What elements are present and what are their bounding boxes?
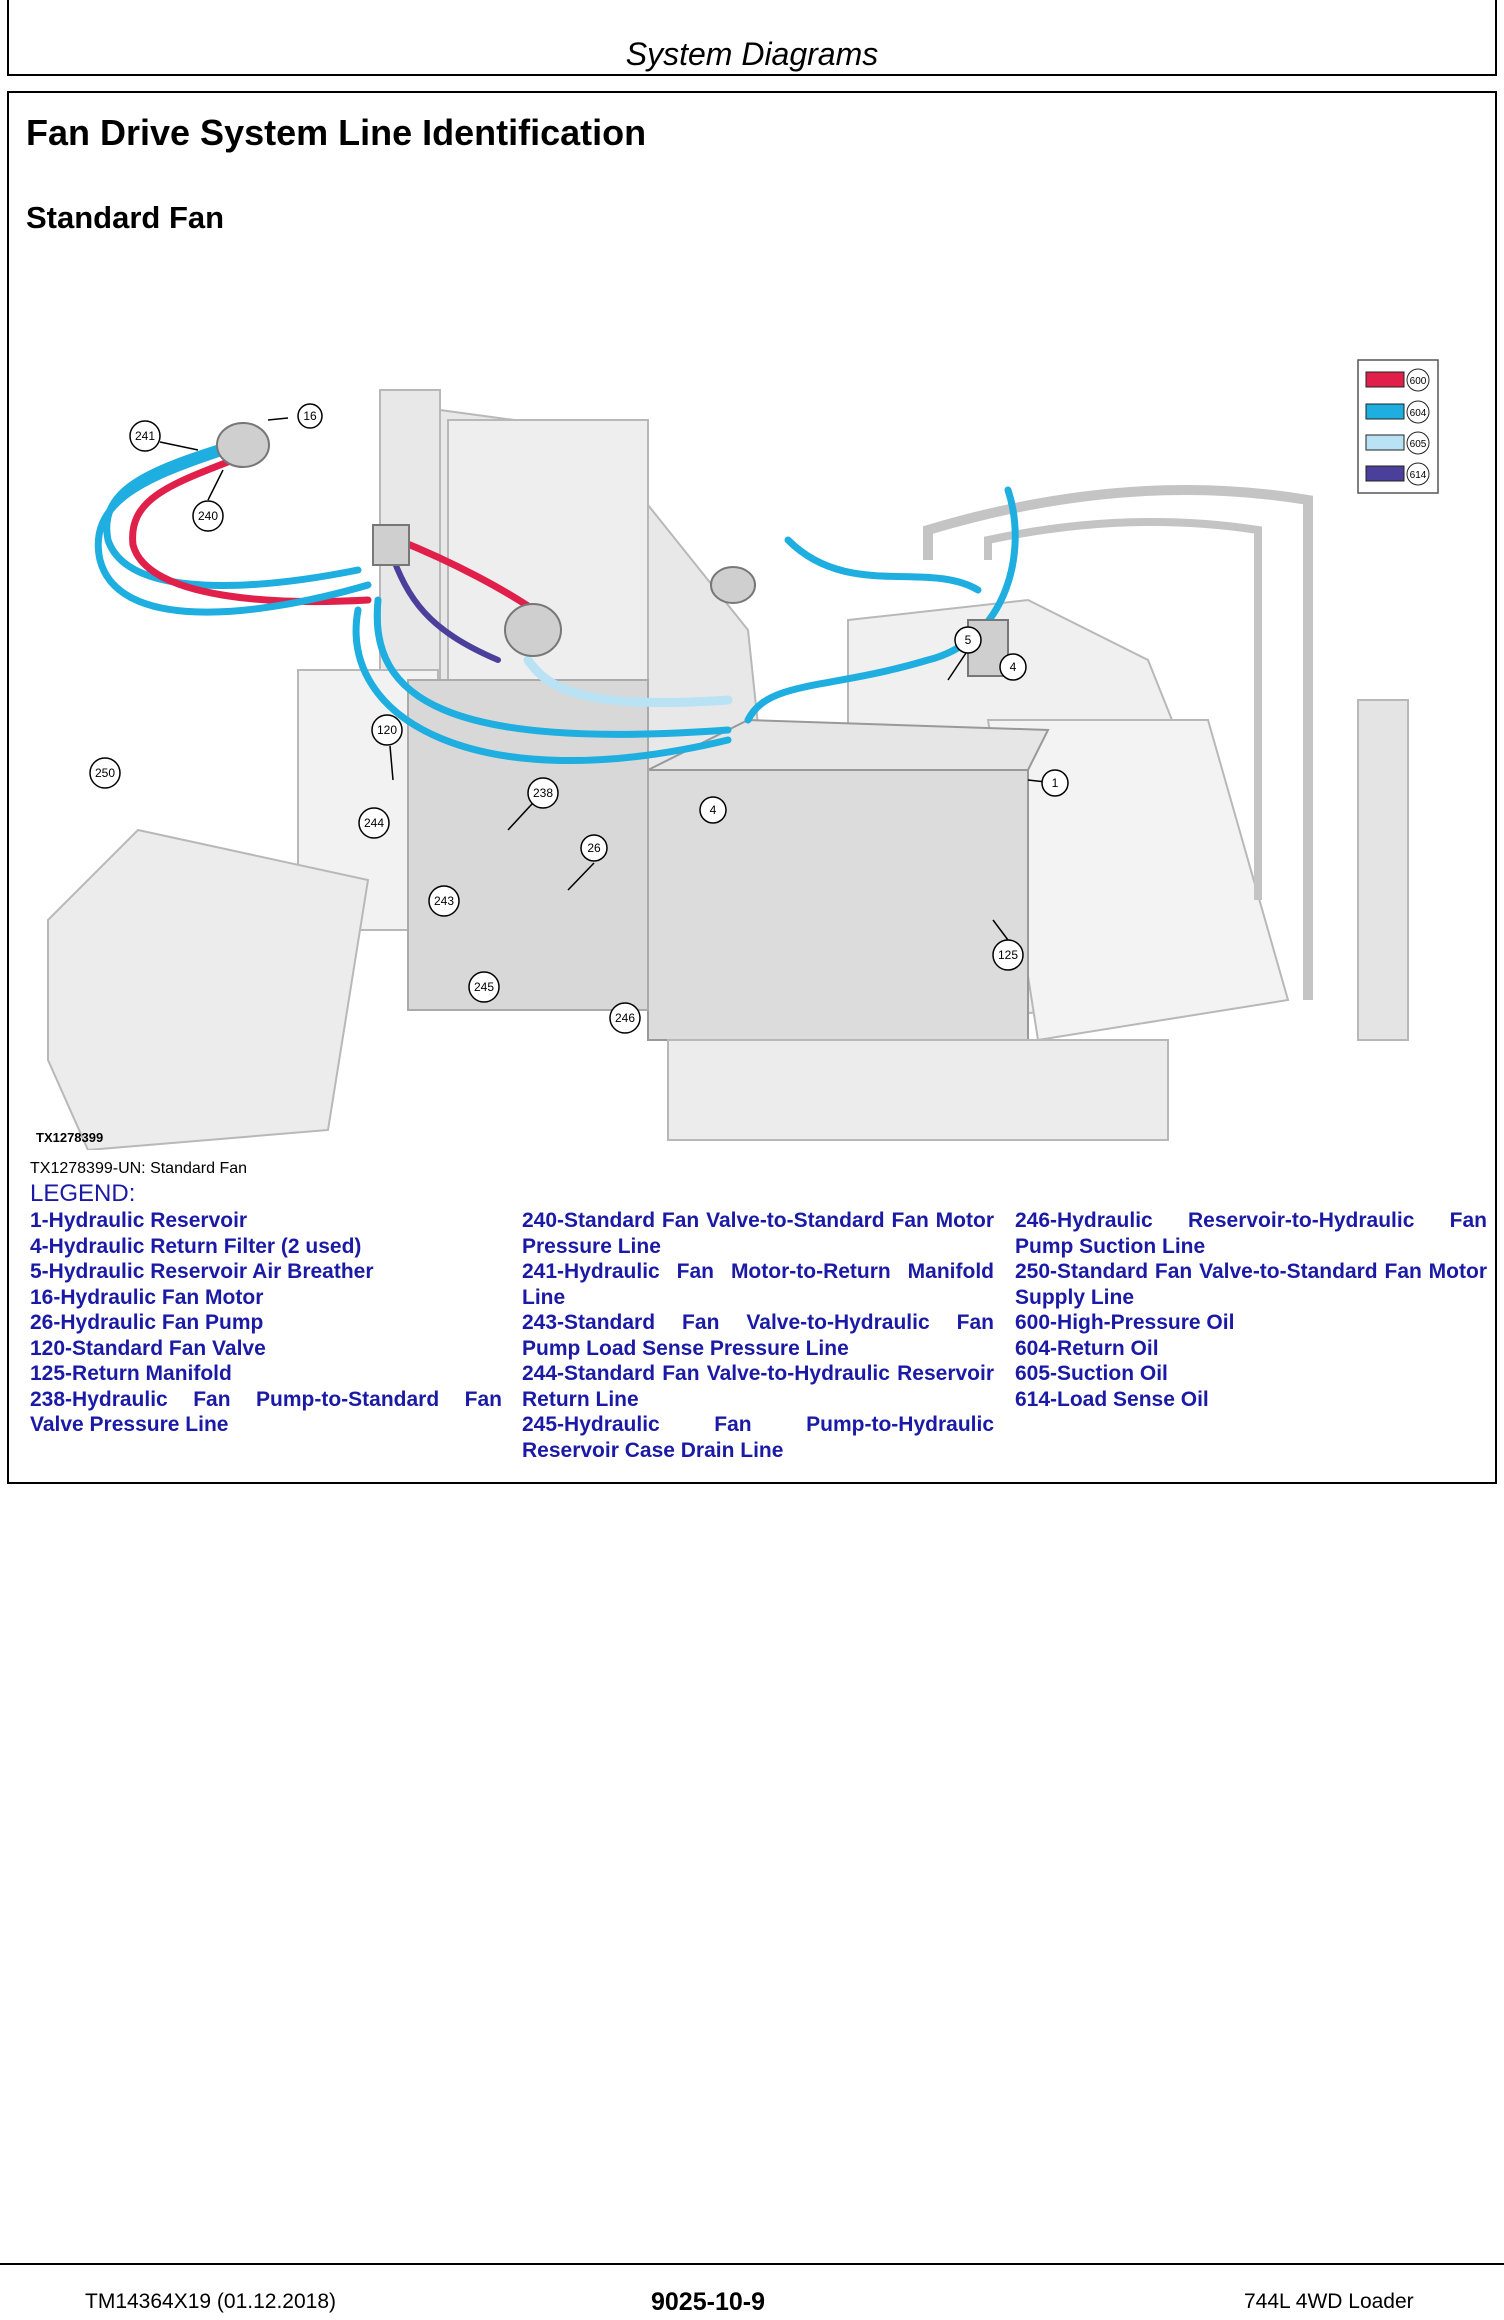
footer-doc-id: TM14364X19 (01.12.2018) <box>85 2290 337 2313</box>
line-244 <box>373 596 732 738</box>
line-250 <box>94 448 372 616</box>
svg-text:246: 246 <box>615 1011 635 1025</box>
svg-text:600: 600 <box>1410 376 1427 387</box>
header-frame: System Diagrams <box>7 0 1497 76</box>
subtitle: Standard Fan <box>26 200 225 235</box>
return-line-tank <box>744 486 1019 724</box>
callout-125: 125 <box>992 919 1024 971</box>
legend-item: 16-Hydraulic Fan Motor <box>30 1285 264 1309</box>
return-line-manifold <box>784 536 982 594</box>
legend-item: 246-Hydraulic Reservoir-to-Hydraulic Fan… <box>1015 1209 1487 1258</box>
key-swatch-604 <box>1365 403 1405 420</box>
svg-text:240: 240 <box>198 509 218 523</box>
fan-drive-diagram: 241 16 240 250 120 238 244 26 243 245 24… <box>47 359 1439 1150</box>
callout-244: 244 <box>358 807 390 839</box>
svg-text:125: 125 <box>998 948 1018 962</box>
legend-column-3: 246-Hydraulic Reservoir-to-Hydraulic Fan… <box>1015 1208 1487 1412</box>
legend-item: 243-Standard Fan Valve-to-Hydraulic Fan … <box>522 1311 994 1360</box>
callout-238: 238 <box>507 777 559 831</box>
legend-item: 250-Standard Fan Valve-to-Standard Fan M… <box>1015 1260 1487 1309</box>
legend-column-2: 240-Standard Fan Valve-to-Standard Fan M… <box>522 1208 994 1463</box>
line-241 <box>103 441 362 589</box>
legend-item: 604-Return Oil <box>1015 1336 1159 1360</box>
callouts: 241 16 240 250 120 238 244 26 243 245 24… <box>89 403 1069 1034</box>
figure-caption: TX1278399-UN: Standard Fan <box>30 1160 248 1177</box>
key-swatch-605 <box>1365 434 1405 451</box>
callout-240: 240 <box>192 469 224 532</box>
legend-item: 1-Hydraulic Reservoir <box>30 1209 248 1232</box>
legend-item: 600-High-Pressure Oil <box>1015 1311 1235 1334</box>
page-title: Fan Drive System Line Identification <box>26 112 647 153</box>
svg-text:244: 244 <box>364 816 384 830</box>
svg-text:243: 243 <box>434 894 454 908</box>
callout-4a: 4 <box>699 796 727 824</box>
legend-item: 244-Standard Fan Valve-to-Hydraulic Rese… <box>522 1362 994 1411</box>
legend-item: 245-Hydraulic Fan Pump-to-Hydraulic Rese… <box>522 1413 994 1462</box>
footer-machine: 744L 4WD Loader <box>1244 2290 1414 2313</box>
hydraulic-lines <box>94 441 1019 764</box>
machine-drawing <box>47 389 1409 1150</box>
legend-item: 240-Standard Fan Valve-to-Standard Fan M… <box>522 1209 994 1258</box>
key-swatch-600 <box>1365 371 1405 388</box>
callout-250: 250 <box>89 757 121 789</box>
legend-item: 120-Standard Fan Valve <box>30 1336 266 1360</box>
legend-item: 4-Hydraulic Return Filter (2 used) <box>30 1234 362 1258</box>
footer-divider <box>0 2263 1504 2265</box>
key-swatch-614 <box>1365 465 1405 482</box>
svg-text:120: 120 <box>377 723 397 737</box>
line-240 <box>129 456 372 605</box>
svg-text:16: 16 <box>303 409 317 423</box>
legend-item: 125-Return Manifold <box>30 1362 232 1385</box>
callout-246: 246 <box>609 1002 641 1034</box>
section-title: System Diagrams <box>625 36 879 72</box>
legend-item: 605-Suction Oil <box>1015 1362 1168 1385</box>
legend-item: 26-Hydraulic Fan Pump <box>30 1311 264 1334</box>
callout-1: 1 <box>1027 769 1069 797</box>
callout-5: 5 <box>947 626 982 681</box>
svg-text:4: 4 <box>1010 660 1017 674</box>
svg-text:238: 238 <box>533 786 553 800</box>
svg-text:605: 605 <box>1410 439 1427 450</box>
svg-text:241: 241 <box>135 429 155 443</box>
svg-text:4: 4 <box>710 803 717 817</box>
figure-image-code: TX1278399 <box>36 1130 104 1145</box>
components <box>216 422 1009 677</box>
svg-text:614: 614 <box>1410 470 1427 481</box>
line-243 <box>387 547 501 663</box>
callout-241: 241 <box>129 420 199 452</box>
legend-item: 238-Hydraulic Fan Pump-to-Standard Fan V… <box>30 1387 502 1437</box>
legend-item: 5-Hydraulic Reservoir Air Breather <box>30 1260 374 1283</box>
svg-text:604: 604 <box>1410 408 1427 419</box>
legend-item: 241-Hydraulic Fan Motor-to-Return Manifo… <box>522 1260 994 1309</box>
color-key: 600 604 605 614 <box>1357 359 1439 494</box>
callout-245: 245 <box>468 971 500 1003</box>
svg-text:250: 250 <box>95 766 115 780</box>
content-frame <box>7 91 1497 1484</box>
callout-243: 243 <box>428 885 460 917</box>
callout-120: 120 <box>371 714 403 781</box>
legend-heading: LEGEND: <box>30 1180 136 1207</box>
callout-4b: 4 <box>999 653 1027 681</box>
svg-text:5: 5 <box>965 633 972 647</box>
callout-16: 16 <box>267 403 323 429</box>
legend-item: 614-Load Sense Oil <box>1015 1387 1209 1411</box>
svg-text:26: 26 <box>587 841 601 855</box>
line-245 <box>352 606 732 764</box>
footer-page-number: 9025-10-9 <box>651 2288 765 2316</box>
line-246 <box>523 655 733 708</box>
svg-text:1: 1 <box>1052 776 1059 790</box>
svg-text:245: 245 <box>474 980 494 994</box>
callout-26: 26 <box>567 834 608 891</box>
legend-column-1: 1-Hydraulic Reservoir 4-Hydraulic Return… <box>30 1208 502 1438</box>
